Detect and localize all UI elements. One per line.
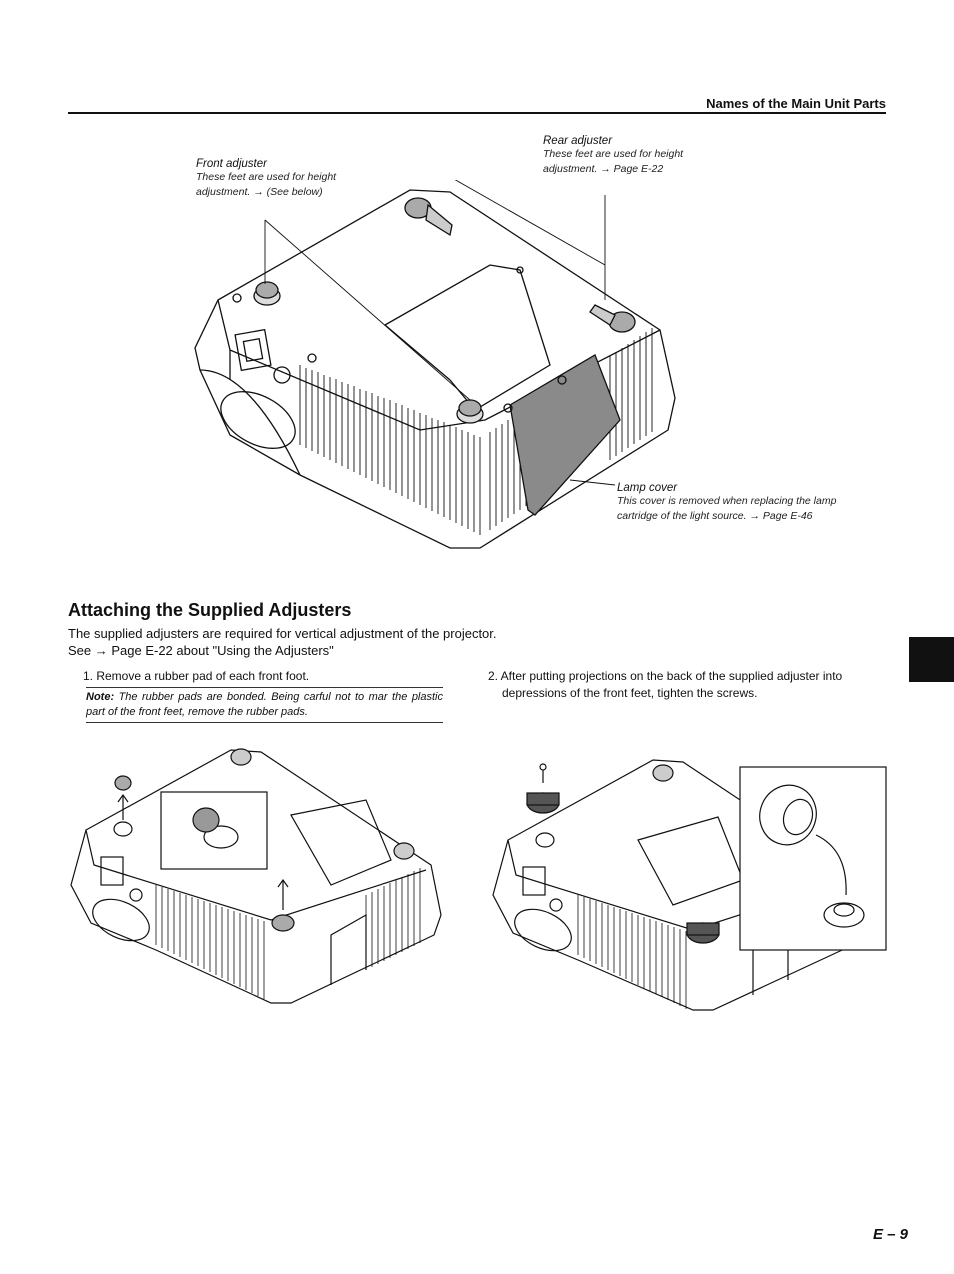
step-2-line-1: 2. After putting projections on the back… bbox=[488, 669, 843, 683]
intro-line-1: The supplied adjusters are required for … bbox=[68, 626, 497, 641]
note-box: Note: The rubber pads are bonded. Being … bbox=[86, 687, 443, 723]
section-header-title: Names of the Main Unit Parts bbox=[706, 96, 886, 111]
chapter-tab bbox=[909, 637, 954, 682]
front-adjuster-desc-line2: adjustment. → (See below) bbox=[196, 186, 323, 198]
projector-bottom-illustration bbox=[194, 180, 676, 549]
note-text: The rubber pads are bonded. Being carful… bbox=[86, 691, 443, 718]
intro-line-2: See → Page E-22 about "Using the Adjuste… bbox=[68, 643, 334, 658]
rear-adjuster-desc-line1: These feet are used for height bbox=[543, 148, 684, 160]
page-number: E – 9 bbox=[872, 1226, 908, 1243]
front-adjuster-desc-line1: These feet are used for height bbox=[196, 171, 337, 183]
lamp-cover-desc-line1: This cover is removed when replacing the… bbox=[617, 495, 837, 507]
step-2-illustration bbox=[492, 759, 887, 1011]
section-intro: The supplied adjusters are required for … bbox=[68, 625, 497, 659]
lamp-cover-title: Lamp cover bbox=[617, 482, 678, 494]
rear-adjuster-title: Rear adjuster bbox=[543, 135, 613, 147]
step-1-text: 1. Remove a rubber pad of each front foo… bbox=[83, 669, 310, 683]
lamp-cover-desc-line2: cartridge of the light source. → Page E-… bbox=[617, 510, 813, 522]
section-title: Attaching the Supplied Adjusters bbox=[68, 600, 352, 620]
lamp-cover-callout: Lamp cover This cover is removed when re… bbox=[617, 482, 836, 524]
step-1-illustration bbox=[70, 748, 442, 1004]
note-label: Note: bbox=[86, 691, 115, 703]
step-2-text: 2. After putting projections on the back… bbox=[488, 668, 886, 702]
rear-adjuster-desc-line2: adjustment. → Page E-22 bbox=[543, 163, 664, 175]
rear-adjuster-callout: Rear adjuster These feet are used for he… bbox=[543, 135, 683, 177]
step-2-line-2: depressions of the front feet, tighten t… bbox=[502, 686, 758, 700]
front-adjuster-callout: Front adjuster These feet are used for h… bbox=[196, 158, 336, 200]
header-rule bbox=[68, 112, 886, 114]
front-adjuster-title: Front adjuster bbox=[196, 158, 267, 170]
